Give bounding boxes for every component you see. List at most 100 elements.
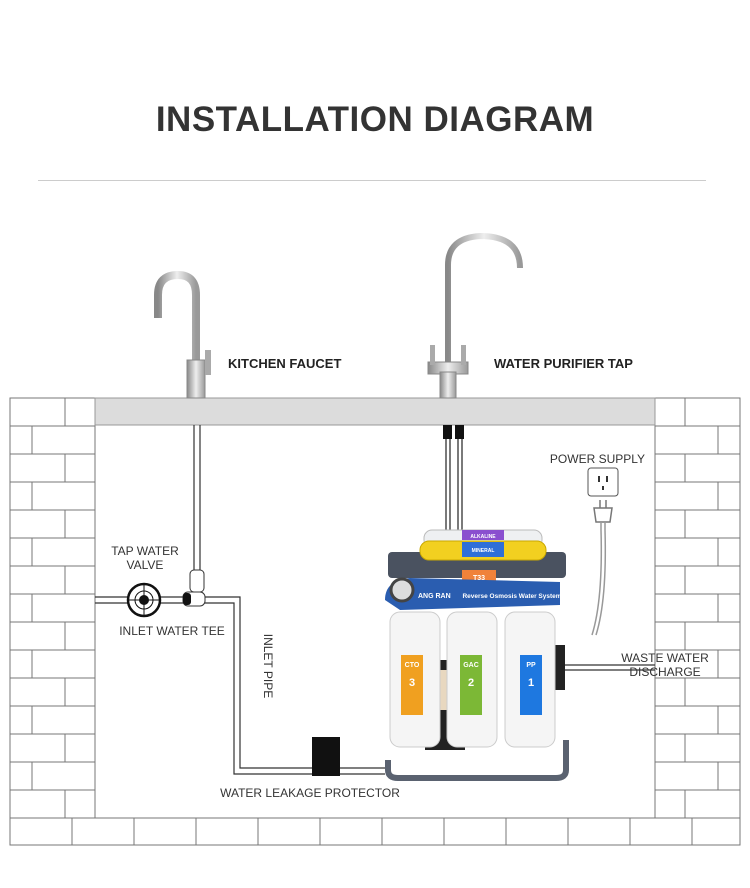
brick — [9, 705, 33, 735]
label-water-purifier-tap: WATER PURIFIER TAP — [494, 356, 633, 371]
brick — [443, 817, 507, 846]
label-power-supply: POWER SUPPLY — [549, 452, 646, 466]
kitchen-faucet-icon — [154, 270, 211, 399]
brick — [654, 789, 686, 819]
brick — [505, 817, 569, 846]
brick — [64, 453, 96, 483]
brick — [71, 817, 135, 846]
brick — [31, 761, 96, 791]
brick — [654, 509, 686, 539]
brick — [691, 817, 741, 846]
brick — [9, 397, 66, 427]
stage-name: PP — [526, 662, 536, 669]
brick — [31, 593, 96, 623]
brick — [684, 789, 741, 819]
brick — [9, 565, 66, 595]
brick — [654, 593, 719, 623]
brick — [684, 621, 741, 651]
water-purifier-tap-icon — [427, 232, 523, 399]
tap-water-valve-icon[interactable] — [126, 582, 162, 618]
brick — [654, 733, 686, 763]
stage-name: CTO — [405, 662, 420, 669]
brick — [654, 677, 686, 707]
brick — [629, 817, 693, 846]
brick — [654, 397, 686, 427]
brand-logo: ANG RAN — [418, 593, 451, 600]
brick — [717, 705, 741, 735]
brick — [195, 817, 259, 846]
brick — [654, 621, 686, 651]
label-tap-water-valve-2: VALVE — [126, 558, 164, 572]
brick — [9, 481, 33, 511]
filter-label-t33: T33 — [473, 575, 485, 582]
brick — [717, 649, 741, 679]
brick — [717, 425, 741, 455]
label-waste-water-2: DISCHARGE — [629, 665, 701, 679]
brick — [654, 481, 719, 511]
brick — [9, 453, 66, 483]
brick — [319, 817, 383, 846]
countertop — [94, 397, 656, 426]
brick — [684, 509, 741, 539]
brick — [9, 509, 66, 539]
brick-wall — [9, 397, 741, 846]
brick — [9, 425, 33, 455]
stage-number: 1 — [528, 677, 534, 689]
brick — [381, 817, 445, 846]
brick — [64, 565, 96, 595]
brick — [684, 565, 741, 595]
brick — [654, 425, 719, 455]
stage-number: 3 — [409, 677, 415, 689]
brick — [717, 593, 741, 623]
brick — [9, 649, 33, 679]
page-title: INSTALLATION DIAGRAM — [155, 100, 595, 139]
brick — [9, 621, 66, 651]
label-inlet-pipe: INLET PIPE — [261, 633, 275, 699]
water-leakage-protector — [312, 737, 340, 776]
power-outlet-icon — [587, 467, 619, 497]
brick — [64, 621, 96, 651]
brick — [64, 789, 96, 819]
label-water-leakage-protector: WATER LEAKAGE PROTECTOR — [220, 786, 400, 800]
brick — [9, 677, 66, 707]
brick — [9, 537, 33, 567]
brick — [717, 537, 741, 567]
inlet-water-tee[interactable] — [189, 569, 205, 593]
brick — [9, 817, 73, 846]
title-divider — [38, 180, 706, 181]
brick — [64, 677, 96, 707]
filter-label-mineral: MINERAL — [472, 548, 495, 554]
label-kitchen-faucet: KITCHEN FAUCET — [228, 356, 342, 371]
label-inlet-water-tee: INLET WATER TEE — [119, 624, 225, 638]
label-waste-water: WASTE WATER — [621, 651, 709, 665]
brick — [31, 705, 96, 735]
brick — [9, 733, 66, 763]
brick — [654, 537, 719, 567]
brick — [654, 761, 719, 791]
brick — [9, 789, 66, 819]
label-tap-water-valve: TAP WATER — [111, 544, 179, 558]
brick — [9, 761, 33, 791]
filter-label-alkaline: ALKALINE — [470, 534, 496, 540]
brick — [31, 649, 96, 679]
brick — [9, 593, 33, 623]
banner-text: Reverse Osmosis Water System — [462, 593, 561, 600]
brick — [654, 453, 686, 483]
power-plug-icon — [591, 500, 613, 636]
brick — [31, 481, 96, 511]
brick — [654, 565, 686, 595]
brick — [64, 733, 96, 763]
stage-name: GAC — [463, 662, 479, 669]
brick — [257, 817, 321, 846]
brick — [684, 733, 741, 763]
brick — [684, 677, 741, 707]
brick — [717, 481, 741, 511]
brick — [133, 817, 197, 846]
brick — [684, 397, 741, 427]
brick — [654, 649, 719, 679]
brick — [654, 705, 719, 735]
brick — [31, 537, 96, 567]
brick — [64, 509, 96, 539]
ro-purifier-unit — [385, 529, 569, 781]
